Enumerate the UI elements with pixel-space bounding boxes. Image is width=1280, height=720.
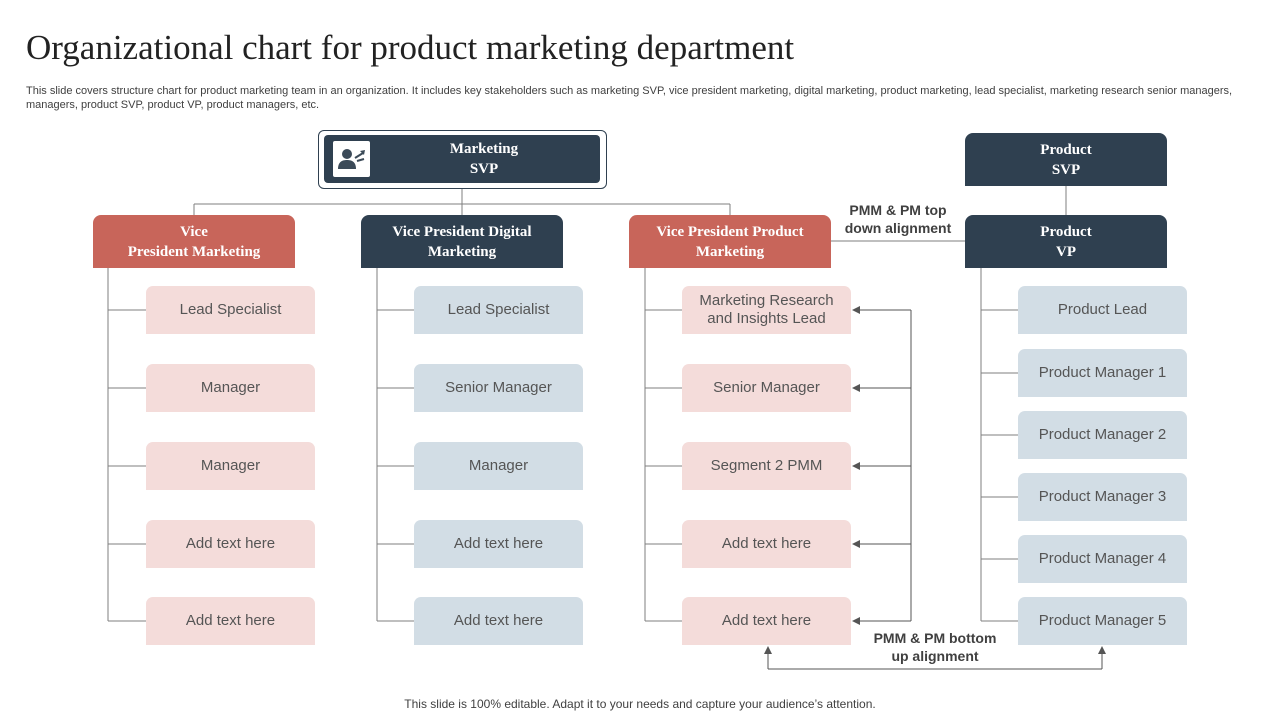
product-vp-node: Product VP (965, 215, 1167, 268)
product-vp-item: Product Lead (1018, 286, 1187, 334)
vp-marketing-item: Add text here (146, 597, 315, 645)
vp-product-marketing-item: Add text here (682, 597, 851, 645)
marketing-svp-label: Marketing SVP (449, 141, 519, 177)
vp-marketing-item: Manager (146, 442, 315, 490)
page-title: Organizational chart for product marketi… (26, 28, 795, 67)
vp-marketing-node: Vice President Marketing (93, 215, 295, 268)
page-subtitle: This slide covers structure chart for pr… (26, 85, 1233, 111)
product-svp-node: Product SVP (965, 133, 1167, 186)
vp-product-marketing-item: Marketing Research and Insights Lead (682, 286, 851, 334)
vp-product-marketing-item: Senior Manager (682, 364, 851, 412)
vp-marketing-item: Manager (146, 364, 315, 412)
top-down-alignment-note: PMM & PM top down alignment (844, 202, 952, 236)
vp-product-marketing-item: Add text here (682, 520, 851, 568)
vp-marketing-item: Lead Specialist (146, 286, 315, 334)
product-vp-item: Product Manager 3 (1018, 473, 1187, 521)
footer-note: This slide is 100% editable. Adapt it to… (404, 697, 876, 711)
product-vp-item: Product Manager 4 (1018, 535, 1187, 583)
vp-product-marketing-item: Segment 2 PMM (682, 442, 851, 490)
bottom-up-alignment-note: PMM & PM bottom up alignment (873, 630, 997, 664)
vp-digital-item: Add text here (414, 520, 583, 568)
vp-digital-item: Lead Specialist (414, 286, 583, 334)
marketing-svp-node: Marketing SVP (318, 130, 607, 189)
product-vp-item: Product Manager 5 (1018, 597, 1187, 645)
vp-product-marketing-node: Vice President Product Marketing (629, 215, 831, 268)
presenter-icon (333, 141, 370, 177)
vp-digital-marketing-node: Vice President Digital Marketing (361, 215, 563, 268)
vp-digital-item: Manager (414, 442, 583, 490)
product-vp-item: Product Manager 2 (1018, 411, 1187, 459)
vp-digital-item: Senior Manager (414, 364, 583, 412)
vp-marketing-item: Add text here (146, 520, 315, 568)
product-vp-item: Product Manager 1 (1018, 349, 1187, 397)
vp-digital-item: Add text here (414, 597, 583, 645)
